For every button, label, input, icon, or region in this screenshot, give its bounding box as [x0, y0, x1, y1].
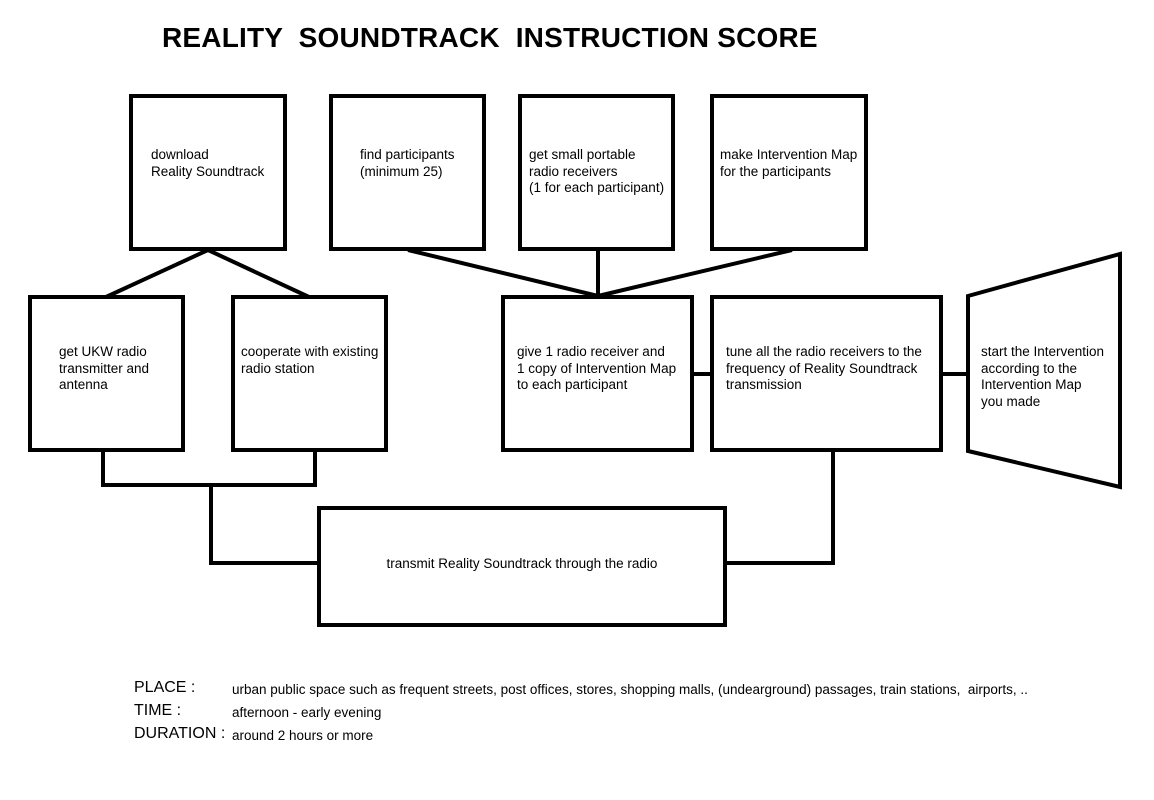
step-make-map: make Intervention Map for the participan… [720, 147, 858, 179]
cooperate-box [231, 295, 388, 452]
step-start: start the Intervention according to the … [981, 344, 1105, 409]
step-find-participants: find participants (minimum 25) [360, 147, 455, 179]
place-value: urban public space such as frequent stre… [232, 682, 1028, 697]
step-transmit: transmit Reality Soundtrack through the … [386, 556, 658, 571]
step-cooperate: cooperate with existing radio station [241, 344, 379, 376]
transmit-box [317, 506, 727, 627]
connector-map-merge [597, 248, 793, 298]
step-give-receiver: give 1 radio receiver and 1 copy of Inte… [517, 344, 677, 392]
time-value: afternoon - early evening [232, 705, 382, 720]
duration-value: around 2 hours or more [232, 728, 374, 743]
connector-options-transmit [209, 485, 319, 565]
page-title: REALITY SOUNDTRACK INSTRUCTION SCORE [162, 22, 818, 53]
duration-label: DURATION : [134, 725, 226, 742]
connector-tune-transmit [725, 450, 835, 565]
find-participants-box [329, 94, 486, 251]
place-label: PLACE : [134, 679, 196, 696]
step-download: download Reality Soundtrack [151, 147, 265, 179]
connector-participants-merge [407, 248, 599, 298]
step-tune: tune all the radio receivers to the freq… [726, 344, 922, 392]
step-get-transmitter: get UKW radio transmitter and antenna [59, 344, 150, 392]
connector-radio-options [101, 450, 317, 487]
time-label: TIME : [134, 702, 182, 719]
get-receivers-box [518, 94, 675, 251]
connector-download-split [105, 247, 310, 299]
start-trapezoid [966, 251, 1122, 490]
step-get-receivers: get small portable radio receivers (1 fo… [529, 147, 665, 195]
